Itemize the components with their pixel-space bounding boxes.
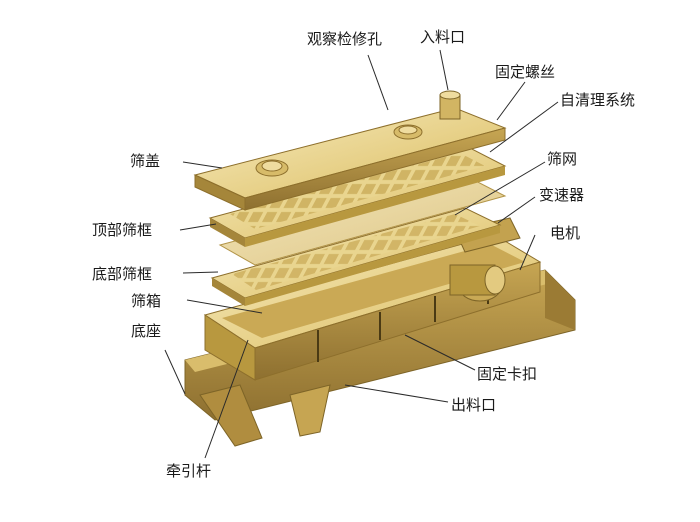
label-inspection-hole: 观察检修孔: [307, 30, 383, 48]
label-bottom-frame: 底部筛框: [92, 265, 153, 283]
label-fixing-clip: 固定卡扣: [477, 365, 538, 383]
screen-cover: [193, 107, 507, 211]
label-motor: 电机: [550, 224, 581, 242]
label-discharge: 出料口: [451, 396, 497, 414]
motor: [449, 264, 506, 302]
label-screen-mesh: 筛网: [547, 150, 578, 168]
label-fixing-screw: 固定螺丝: [495, 63, 556, 81]
label-screen-box: 筛箱: [131, 292, 162, 310]
leader-lines: [164, 49, 559, 459]
label-feed-inlet: 入料口: [420, 28, 466, 46]
feed-inlet: [439, 90, 461, 120]
label-base: 底座: [131, 322, 162, 340]
label-gearbox: 变速器: [539, 186, 585, 204]
label-self-cleaning: 自清理系统: [560, 91, 636, 109]
label-traction-rod: 牵引杆: [166, 462, 212, 480]
bottom-frame: [210, 207, 502, 306]
label-top-frame: 顶部筛框: [92, 221, 153, 239]
label-screen-cover: 筛盖: [130, 152, 161, 170]
